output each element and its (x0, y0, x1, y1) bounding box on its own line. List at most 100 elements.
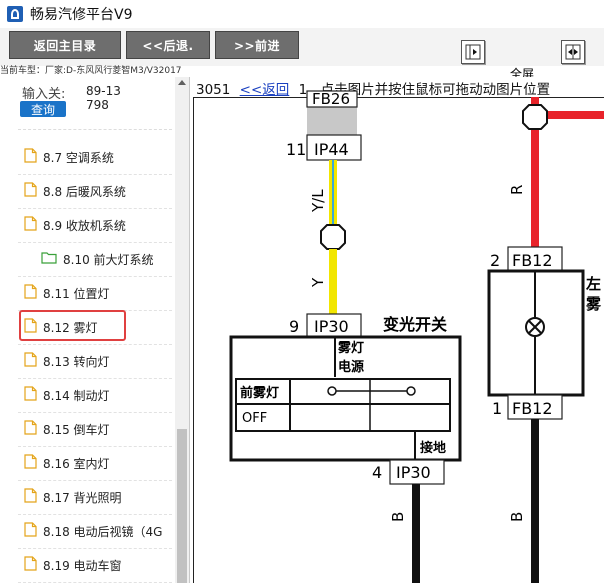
panel-collapse-icon[interactable] (561, 40, 585, 64)
scroll-up-arrow-icon[interactable] (178, 80, 186, 85)
sidebar-tree-item[interactable]: 8.7 空调系统 (24, 141, 114, 173)
pin-4-label: 4 (372, 463, 382, 482)
file-icon (24, 454, 37, 472)
query-number: 89-13798 (86, 84, 121, 112)
switch-title: 变光开关 (383, 315, 447, 334)
wire-label-y: Y (309, 277, 327, 288)
wire-r (531, 97, 539, 247)
forward-button[interactable]: >>前进 (215, 31, 299, 59)
tree-row-separator (18, 446, 172, 447)
pin-2-label: 2 (490, 251, 500, 270)
tree-row-separator (18, 412, 172, 413)
bulb-cross-2 (528, 320, 542, 334)
connector-fb12-bottom-box (507, 394, 563, 420)
wire-r-horizontal (539, 111, 604, 119)
file-icon (24, 386, 37, 404)
tree-row-separator (18, 548, 172, 549)
toolbar: 返回主目录 <<后退. >>前进 全屏菜单 (0, 28, 604, 97)
connector-ip44-label: IP44 (314, 140, 349, 159)
panel-expand-icon[interactable] (461, 40, 485, 64)
wiring-diagram[interactable]: FB26 11 IP44 Y/L Y 9 IP30 变光开关 雾灯 电源 前雾灯… (190, 77, 604, 583)
file-icon (24, 488, 37, 506)
sidebar-tree-item-label: 8.13 转向灯 (43, 354, 110, 369)
pin-1-label: 1 (492, 399, 502, 418)
sidebar-scrollbar[interactable] (175, 77, 189, 583)
file-icon (24, 420, 37, 438)
return-link[interactable]: <<返回 (239, 82, 290, 98)
scroll-thumb[interactable] (177, 429, 187, 583)
splice-junction-right (522, 104, 548, 130)
sidebar-tree-item[interactable]: 8.11 位置灯 (24, 277, 110, 309)
file-icon (24, 182, 37, 200)
wire-b-right (531, 419, 539, 583)
sidebar-tree-item[interactable]: 8.17 背光照明 (24, 481, 122, 513)
wire-yl-stripe (332, 160, 334, 231)
sidebar-tree-item[interactable]: 8.15 倒车灯 (24, 413, 110, 445)
file-icon (24, 352, 37, 370)
tree-row-separator (18, 208, 172, 209)
wire-label-r: R (508, 185, 526, 195)
splice-junction-left (320, 224, 346, 250)
right-lamp-label-2: 雾 (585, 295, 602, 313)
tree-row-separator (18, 276, 172, 277)
connector-ip30-top-box (306, 313, 362, 339)
file-icon (24, 522, 37, 540)
sidebar-tree-item-label: 8.16 室内灯 (43, 456, 110, 471)
top-connector-box (306, 90, 358, 108)
tree-row-separator (18, 378, 172, 379)
sidebar-tree-item-label: 8.15 倒车灯 (43, 422, 110, 437)
sidebar-tree-item-label: 8.10 前大灯系统 (63, 252, 154, 267)
main-content: 3051 <<返回 1、点击图片并按住鼠标可拖动动图片位置 FB26 11 IP… (190, 77, 604, 583)
sidebar-tree-item-label: 8.12 雾灯 (43, 320, 98, 335)
fog-power-label-2: 电源 (338, 359, 364, 375)
sidebar-tree-item-label: 8.17 背光照明 (43, 490, 122, 505)
file-icon (24, 148, 37, 166)
wire-label-b-right: B (508, 512, 526, 522)
sidebar-tree-item[interactable]: 8.9 收放机系统 (24, 209, 126, 241)
title-bar: 畅易汽修平台V9 (0, 0, 604, 28)
tree-row-separator (18, 514, 172, 515)
sidebar-tree-item-label: 8.18 电动后视镜（4G (43, 524, 163, 539)
return-main-menu-button[interactable]: 返回主目录 (9, 31, 121, 59)
app-logo-icon (7, 6, 23, 22)
sidebar-tree-item[interactable]: 8.8 后暖风系统 (24, 175, 126, 207)
query-button[interactable]: 查询 (20, 101, 66, 117)
front-fog-label: 前雾灯 (240, 385, 279, 401)
sidebar-tree-item-label: 8.19 电动车窗 (43, 558, 122, 573)
switch-contact-left (327, 386, 337, 396)
diagram-border (193, 97, 604, 583)
back-button[interactable]: <<后退. (126, 31, 210, 59)
file-icon (24, 284, 37, 302)
ground-label: 接地 (420, 440, 446, 456)
sidebar-tree-item-label: 8.9 收放机系统 (43, 218, 126, 233)
connector-fb12-bottom-label: FB12 (512, 399, 553, 418)
current-car-model: 当前车型：厂家:D-东风风行菱智M3/V32017 (0, 66, 182, 76)
wire-y (329, 249, 337, 314)
top-connector-label: FB26 (312, 90, 350, 108)
info-line: 3051 <<返回 1、点击图片并按住鼠标可拖动动图片位置 (196, 78, 550, 98)
query-separator (18, 129, 172, 130)
sidebar-tree-item-label: 8.7 空调系统 (43, 150, 114, 165)
sidebar-tree-item[interactable]: 8.12 雾灯 (24, 311, 98, 343)
sidebar-tree-item[interactable]: 8.19 电动车窗 (24, 549, 122, 581)
sidebar-tree-item[interactable]: 8.13 转向灯 (24, 345, 110, 377)
connector-fb12-top-label: FB12 (512, 251, 553, 270)
tree-row-separator (18, 480, 172, 481)
sidebar-tree-item[interactable]: 8.16 室内灯 (24, 447, 110, 479)
wire-label-b-left: B (389, 512, 407, 522)
file-icon (24, 556, 37, 574)
wire-b-left (412, 484, 420, 583)
sidebar-tree-item-label: 8.11 位置灯 (43, 286, 110, 301)
sidebar-tree-item[interactable]: 8.10 前大灯系统 (41, 243, 154, 275)
sidebar-tree-item-label: 8.8 后暖风系统 (43, 184, 126, 199)
off-label: OFF (242, 411, 267, 426)
tree-row-separator (18, 242, 172, 243)
right-lamp-label-1: 左 (585, 275, 601, 293)
tree-row-separator (18, 174, 172, 175)
sidebar-tree-item[interactable]: 8.18 电动后视镜（4G (24, 515, 162, 547)
sidebar-tree-item[interactable]: 8.14 制动灯 (24, 379, 110, 411)
pin-9-label: 9 (289, 317, 299, 336)
selection-highlight-box (19, 310, 126, 341)
file-icon (24, 216, 37, 234)
